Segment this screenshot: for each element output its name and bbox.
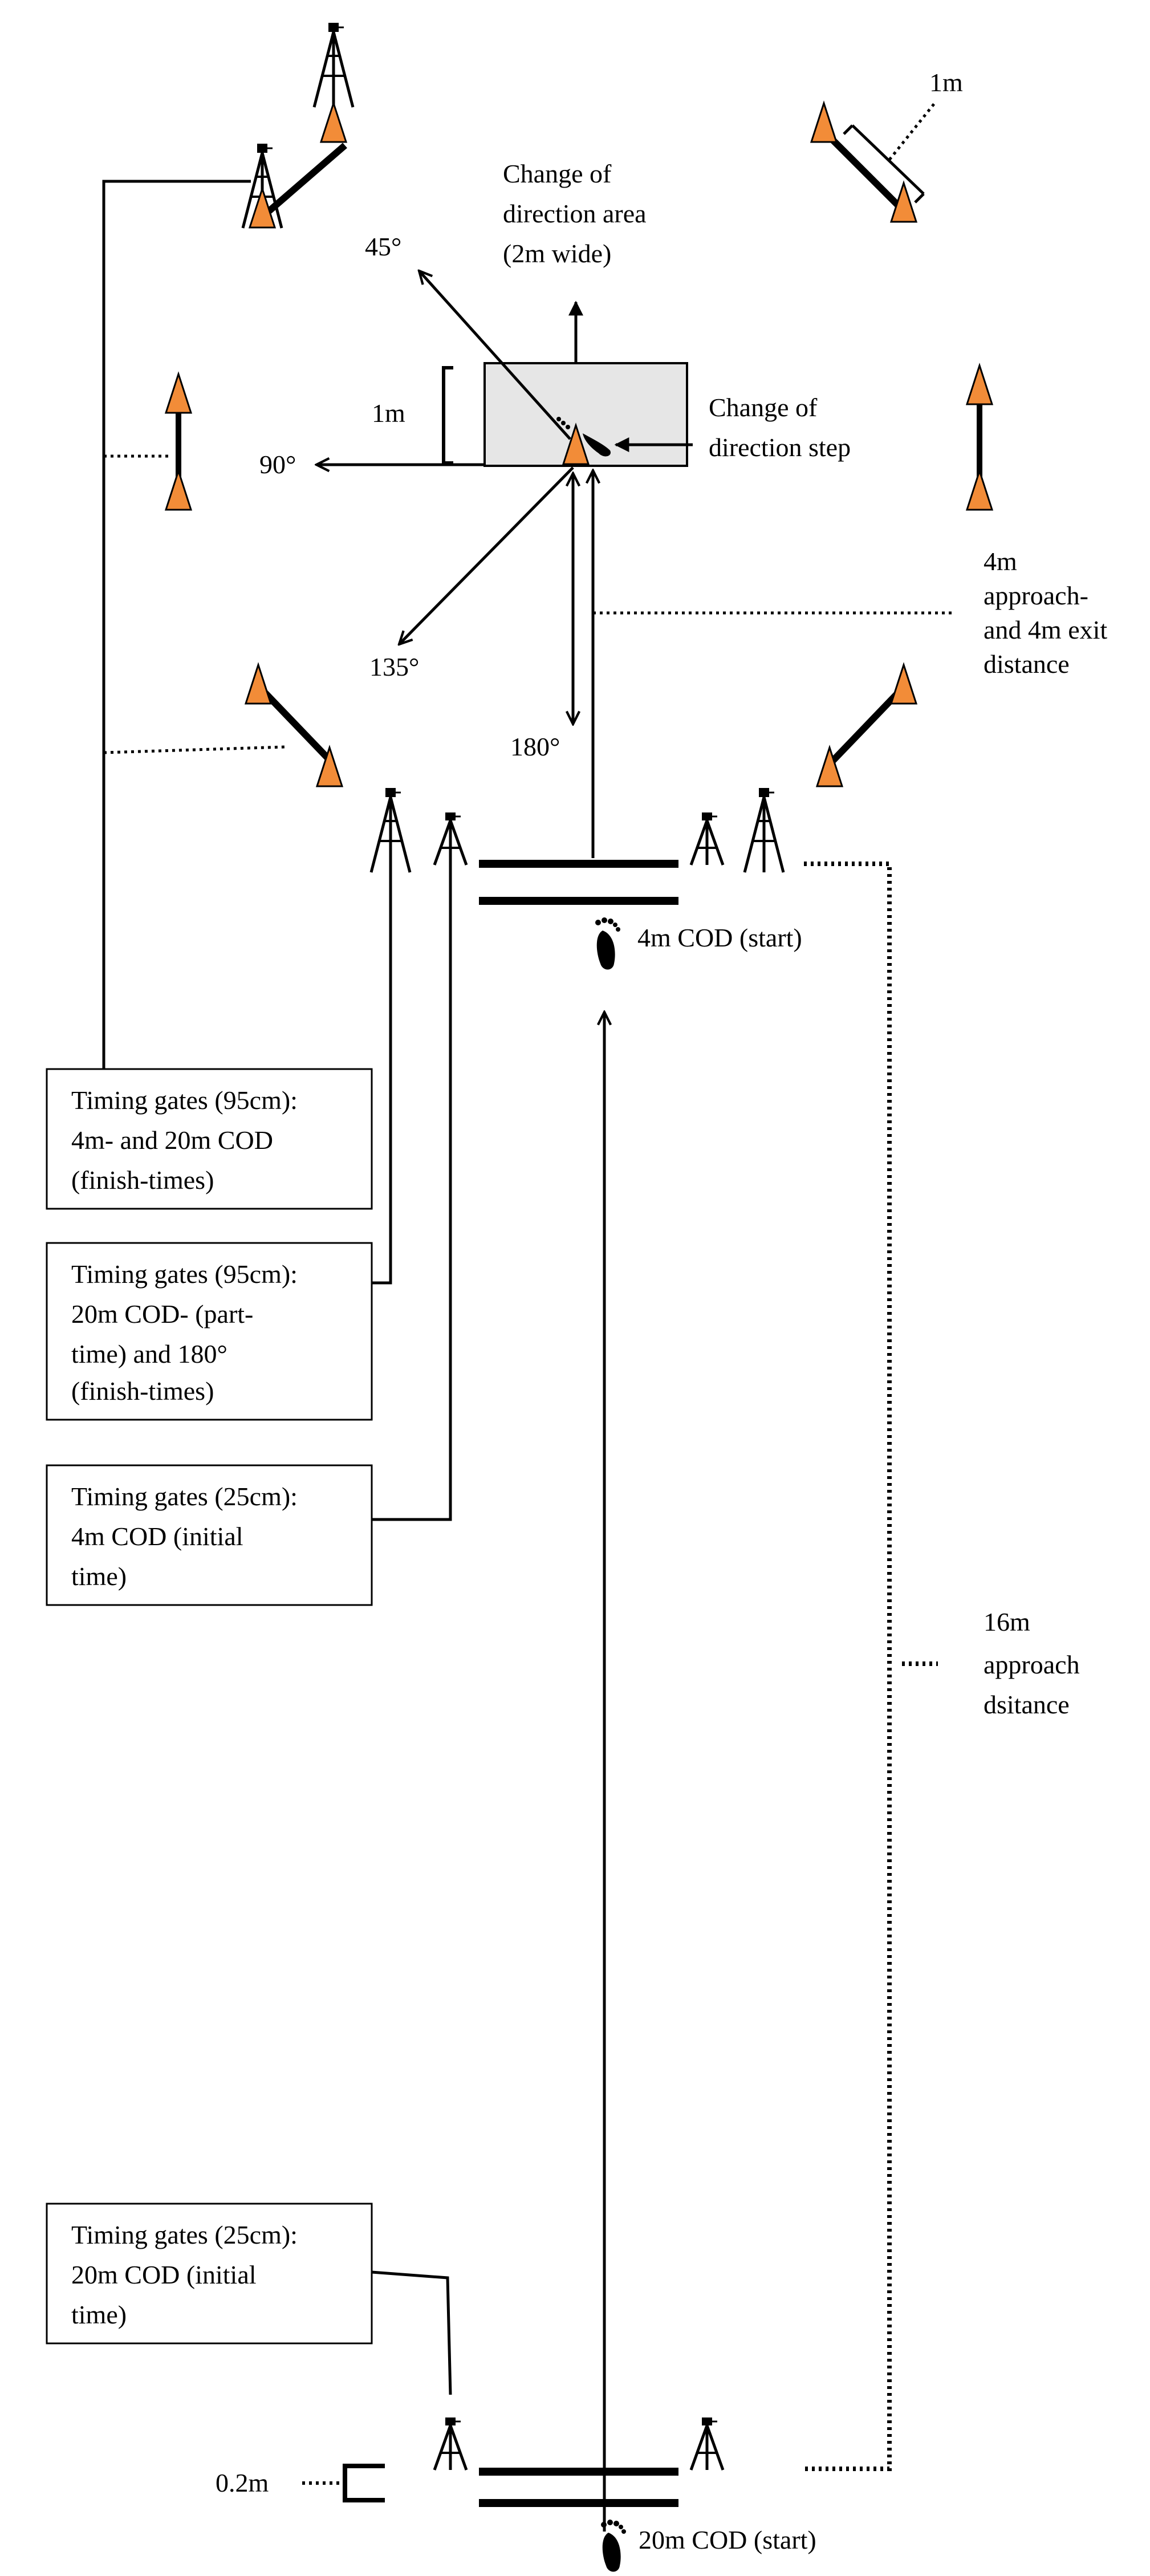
cod-area-label-1: Change of: [503, 159, 612, 188]
cod-area-label-2: direction area: [503, 199, 647, 228]
box-line: time): [71, 2300, 127, 2329]
tripod-icon: [434, 2417, 466, 2470]
one-m-bracket: [851, 124, 925, 195]
connector-line: [102, 180, 251, 1069]
tripod-icon: [691, 812, 723, 865]
box-line: time): [71, 1562, 127, 1591]
approach-16m-bracket: [804, 862, 892, 2471]
connector-line: [372, 872, 392, 1285]
approach-exit-label-4: distance: [984, 649, 1070, 678]
leader-line: [103, 745, 286, 754]
gate-pair-low-left: [245, 664, 343, 787]
tripod-icon: [745, 788, 783, 872]
cone-icon: [165, 373, 192, 414]
tripod-icon: [691, 2417, 723, 2470]
leader-line: [888, 101, 936, 161]
timing-gates-25-20m: Timing gates (25cm): 20m COD (initial ti…: [46, 2203, 452, 2395]
start-20m-label: 20m COD (start): [639, 2525, 816, 2554]
box-line: time) and 180°: [71, 1339, 227, 1368]
cone-icon: [165, 470, 192, 511]
start-gate-20m: 0.2m 20m COD (start): [216, 2417, 816, 2572]
footprint-icon: [583, 433, 611, 457]
timing-box: [46, 1068, 373, 1210]
cod-area: Change of direction area (2m wide) 1m Ch…: [372, 159, 851, 467]
box-line: 20m COD- (part-: [71, 1299, 253, 1328]
one-m-area-label: 1m: [372, 399, 405, 428]
gate-segment: [827, 134, 901, 208]
approach-16m-label-2: approach: [984, 1650, 1080, 1679]
footprint-icon: [601, 2520, 626, 2572]
box-line: Timing gates (95cm):: [71, 1086, 298, 1115]
box-line: Timing gates (25cm):: [71, 1482, 298, 1511]
timing-box: [46, 1464, 373, 1606]
cod-step-label-1: Change of: [709, 393, 818, 422]
box-line: (finish-times): [71, 1376, 214, 1405]
cone-icon: [966, 470, 993, 511]
box-line: (finish-times): [71, 1165, 214, 1194]
cone-icon: [810, 102, 838, 143]
box-line: 4m- and 20m COD: [71, 1126, 273, 1155]
cone-icon: [320, 102, 347, 143]
gate-pair-top-left: [243, 23, 353, 228]
tripod-icon: [371, 788, 410, 872]
gap-bracket: [343, 2464, 385, 2502]
gate-pair-top-right: 1m: [810, 68, 963, 223]
gate-pair-mid-left: [165, 373, 192, 511]
timing-box: [46, 2203, 373, 2345]
gate-pair-low-right: [816, 664, 917, 787]
box-line: 20m COD (initial: [71, 2260, 257, 2289]
angle-arrows: 45° 90° 135° 180°: [259, 232, 593, 858]
approach-exit-label-2: approach-: [984, 581, 1088, 610]
angle-135-label: 135°: [369, 652, 419, 681]
start-4m-label: 4m COD (start): [637, 923, 802, 952]
connector-line: [372, 864, 452, 1521]
angle-45-label: 45°: [365, 232, 401, 261]
approach-16m-label-1: 16m: [984, 1607, 1030, 1636]
angle-180-label: 180°: [510, 732, 560, 761]
timing-box: [46, 1242, 373, 1421]
gate-segment: [267, 143, 347, 214]
start-gate-4m: 4m COD (start): [371, 788, 802, 970]
arrow-icon: [419, 271, 571, 440]
cone-icon: [245, 664, 272, 705]
timing-gates-25-4m: Timing gates (25cm): 4m COD (initial tim…: [46, 864, 452, 1606]
approach-exit-label-3: and 4m exit: [984, 615, 1107, 644]
box-line: 4m COD (initial: [71, 1522, 243, 1551]
box-line: Timing gates (25cm):: [71, 2220, 298, 2249]
angle-90-label: 90°: [259, 450, 296, 479]
gap-02m-label: 0.2m: [216, 2468, 269, 2497]
cod-area-label-3: (2m wide): [503, 239, 611, 268]
gate-pair-mid-right: [966, 364, 993, 511]
one-m-cone-label: 1m: [929, 68, 963, 97]
box-line: Timing gates (95cm):: [71, 1259, 298, 1289]
cone-icon: [966, 364, 993, 405]
tripod-icon: [314, 23, 353, 107]
cone-icon: [890, 664, 917, 705]
connector-line: [371, 2270, 452, 2395]
cod-step-label-2: direction step: [709, 433, 851, 462]
footprint-icon: [595, 917, 620, 970]
approach-16m-label-3: dsitance: [984, 1690, 1070, 1719]
timing-gates-95-finish: Timing gates (95cm): 4m- and 20m COD (fi…: [46, 180, 373, 1210]
one-m-bracket: [442, 366, 453, 465]
arrow-icon: [399, 466, 574, 644]
approach-exit-label-1: 4m: [984, 547, 1017, 576]
timing-gates-95-part: Timing gates (95cm): 20m COD- (part- tim…: [46, 872, 392, 1421]
tripod-icon: [434, 812, 466, 865]
